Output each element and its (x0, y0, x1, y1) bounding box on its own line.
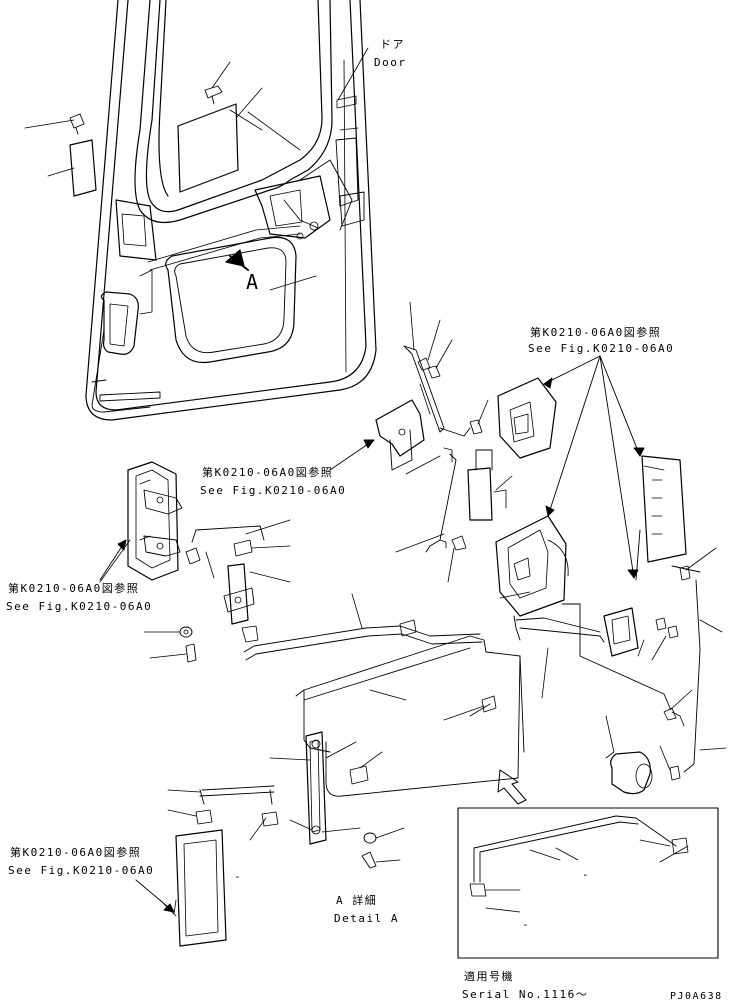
door-label-en: Door (374, 56, 407, 69)
ref-label-center-jp: 第K0210-06A0図参照 (202, 466, 334, 479)
detail-a-label-jp: A 詳細 (336, 894, 378, 907)
dash-mark-3: - (522, 918, 529, 931)
detail-a-leaders (249, 689, 485, 863)
right-leaders (395, 301, 727, 771)
ref-arrows (99, 355, 645, 913)
ref-label-center-en: See Fig.K0210-06A0 (200, 484, 347, 497)
door-label-jp: ドア (380, 38, 405, 51)
latch-assembly (375, 345, 701, 795)
ref-label-right-en: See Fig.K0210-06A0 (528, 342, 675, 355)
ref-label-left-jp: 第K0210-06A0図参照 (8, 582, 140, 595)
drawing-code: PJ0A638 (670, 991, 723, 1002)
detail-marker-label: A (246, 270, 259, 294)
serial-detail-box (457, 807, 719, 959)
left-leaders (99, 519, 363, 659)
serial-label-jp: 適用号機 (464, 970, 514, 983)
serial-detail-leaders (485, 839, 689, 913)
ref-label-bottom-jp: 第K0210-06A0図参照 (10, 846, 142, 859)
serial-label-en: Serial No.1116〜 (462, 988, 589, 1001)
outer-handle-leaders (159, 789, 201, 917)
ref-label-bottom-en: See Fig.K0210-06A0 (8, 864, 155, 877)
detail-arrow (497, 769, 527, 805)
dash-mark-1: - (234, 870, 241, 883)
detail-a-label-en: Detail A (334, 912, 399, 925)
inner-handle-assembly (127, 461, 483, 663)
ref-label-right-jp: 第K0210-06A0図参照 (530, 326, 662, 339)
outer-handle-assembly (173, 785, 279, 947)
door-leaders (24, 47, 369, 291)
door-panel (69, 0, 377, 421)
ref-label-left-en: See Fig.K0210-06A0 (6, 600, 153, 613)
dash-mark-2: - (582, 868, 589, 881)
detail-a-assembly (295, 635, 525, 869)
